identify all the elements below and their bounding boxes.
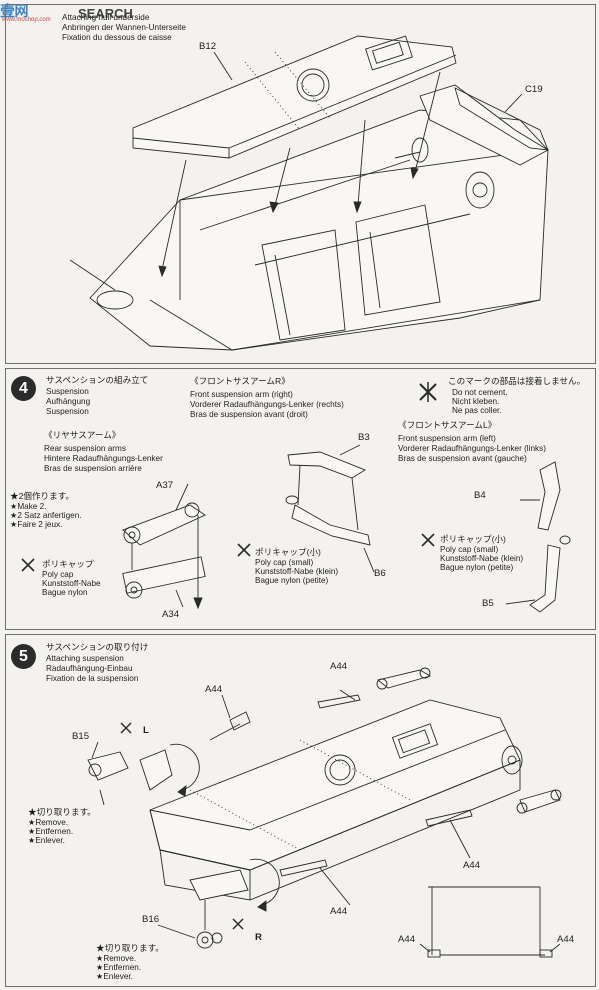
remove-bottom-jp: ★切り取ります。 <box>96 943 164 953</box>
polycap-small-r-en: Poly cap (small) <box>255 558 314 567</box>
step5-title-de: Radaufhängung-Einbau <box>46 664 133 673</box>
step3-title-en: Attaching hull underside <box>62 13 150 22</box>
remove-bottom-fr: ★Enlever. <box>96 972 133 981</box>
step3-panel <box>5 4 596 364</box>
step4-title-de: Aufhängung <box>46 397 91 406</box>
remove-bottom-en: ★Remove. <box>96 954 137 963</box>
label-a37: A37 <box>156 480 174 491</box>
watermark-logo: 壹网 <box>0 0 28 21</box>
remove-top-fr: ★Enlever. <box>28 836 65 845</box>
label-l: L <box>143 725 149 736</box>
no-cement-fr: Ne pas coller. <box>452 406 502 415</box>
rear-arms-de: Hintere Radaufhängungs-Lenker <box>44 454 163 463</box>
remove-top-jp: ★切り取ります。 <box>28 807 96 817</box>
step4-title-jp: サスペンションの組み立て <box>46 375 149 385</box>
polycap-small-l-fr: Bague nylon (petite) <box>440 563 514 572</box>
label-b4: B4 <box>474 490 486 501</box>
no-cement-de: Nicht kleben. <box>452 397 500 406</box>
make2-jp: ★2個作ります。 <box>10 491 75 501</box>
step4-title-fr: Suspension <box>46 407 89 416</box>
step5-title-fr: Fixation de la suspension <box>46 674 139 683</box>
front-right-fr: Bras de suspension avant (droit) <box>190 410 308 419</box>
label-a44-top: A44 <box>330 661 348 672</box>
label-b6: B6 <box>374 568 386 579</box>
label-r: R <box>255 932 262 943</box>
polycap-rear-de: Kunststoff-Nabe <box>42 579 101 588</box>
remove-bottom-de: ★Entfernen. <box>96 963 142 972</box>
step4-panel <box>5 368 596 630</box>
label-b15: B15 <box>72 731 90 742</box>
step5-title-jp: サスペンションの取り付け <box>46 642 149 652</box>
label-a44-detail-right: A44 <box>557 934 575 945</box>
front-right-en: Front suspension arm (right) <box>190 390 293 399</box>
logo-char-1: 壹 <box>0 3 15 20</box>
front-left-en: Front suspension arm (left) <box>398 434 496 443</box>
step5-title-en: Attaching suspension <box>46 654 124 663</box>
make2-fr: ★Faire 2 jeux. <box>10 520 63 529</box>
label-a44-bottom: A44 <box>330 906 348 917</box>
logo-char-2: 网 <box>14 3 29 19</box>
step3-title-fr: Fixation du dessous de caisse <box>62 33 172 42</box>
make2-de: ★2 Satz anfertigen. <box>10 511 82 520</box>
step3-title-de: Anbringen der Wannen-Unterseite <box>62 23 186 32</box>
watermark-search: SEARCH <box>78 6 133 21</box>
label-b16: B16 <box>142 914 160 925</box>
polycap-rear-jp: ポリキャップ <box>42 559 94 569</box>
polycap-small-r-jp: ポリキャップ(小) <box>255 547 321 557</box>
rear-arms-fr: Bras de suspension arrière <box>44 464 142 473</box>
watermark-url: www.moshop.com <box>2 17 51 23</box>
front-right-jp: 《フロントサスアームR》 <box>190 376 290 386</box>
front-left-fr: Bras de suspension avant (gauche) <box>398 454 527 463</box>
polycap-rear-fr: Bague nylon <box>42 588 88 597</box>
label-c19: C19 <box>525 84 543 95</box>
polycap-rear-en: Poly cap <box>42 570 74 579</box>
label-a44-left: A44 <box>205 684 223 695</box>
label-b3: B3 <box>358 432 370 443</box>
label-b12: B12 <box>199 41 217 52</box>
front-right-de: Vorderer Radaufhängungs-Lenker (rechts) <box>190 400 344 409</box>
label-a44-right: A44 <box>463 860 481 871</box>
label-a44-detail-left: A44 <box>398 934 416 945</box>
remove-top-de: ★Entfernen. <box>28 827 74 836</box>
polycap-small-r-fr: Bague nylon (petite) <box>255 576 329 585</box>
no-cement-jp: このマークの部品は接着しません。 <box>448 376 586 386</box>
step4-title-en: Suspension <box>46 387 89 396</box>
step4-number: 4 <box>11 376 36 401</box>
polycap-small-r-de: Kunststoff-Nabe (klein) <box>255 567 339 576</box>
step5-panel <box>5 634 596 987</box>
polycap-small-l-en: Poly cap (small) <box>440 545 499 554</box>
label-a34: A34 <box>162 609 180 620</box>
remove-top-en: ★Remove. <box>28 818 69 827</box>
step5-number: 5 <box>11 644 36 669</box>
no-cement-en: Do not cement. <box>452 388 508 397</box>
make2-en: ★Make 2. <box>10 502 47 511</box>
front-left-jp: 《フロントサスアームL》 <box>398 420 497 430</box>
label-b5: B5 <box>482 598 494 609</box>
front-left-de: Vorderer Radaufhängungs-Lenker (links) <box>398 444 546 453</box>
polycap-small-l-jp: ポリキャップ(小) <box>440 534 506 544</box>
rear-arms-jp: 《リヤサスアーム》 <box>44 430 121 440</box>
polycap-small-l-de: Kunststoff-Nabe (klein) <box>440 554 524 563</box>
rear-arms-en: Rear suspension arms <box>44 444 126 453</box>
